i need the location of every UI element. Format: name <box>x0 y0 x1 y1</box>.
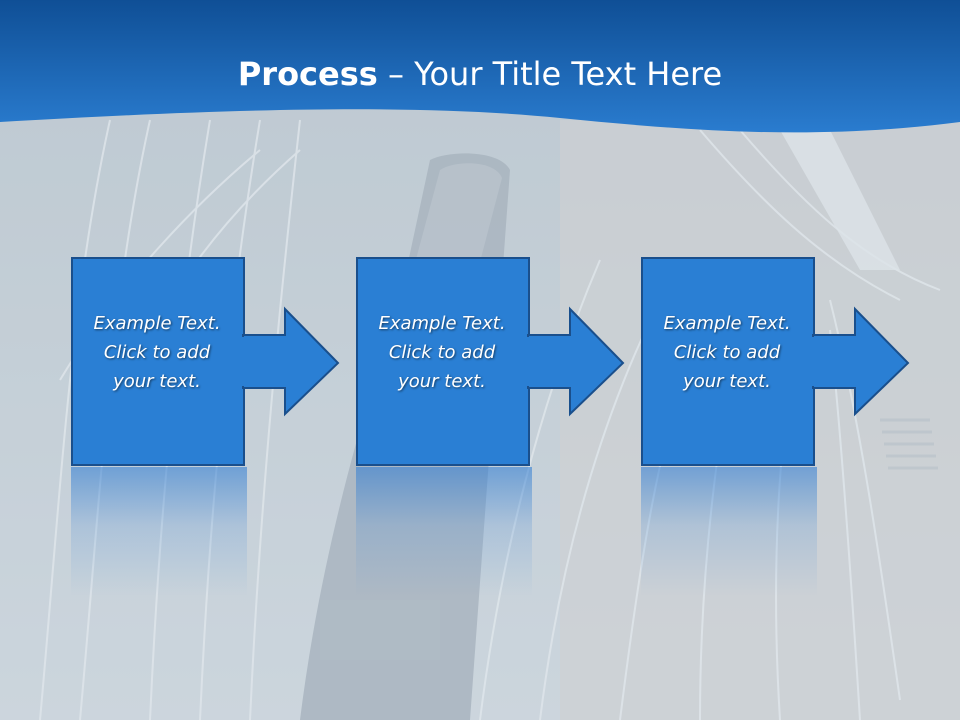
step-arrow-shape <box>641 257 910 466</box>
step-3-text[interactable]: Example Text. Click to add your text. <box>641 309 813 396</box>
slide-title[interactable]: Process – Your Title Text Here <box>0 52 960 96</box>
title-rest-part: – Your Title Text Here <box>377 55 723 93</box>
title-band <box>0 0 960 133</box>
step-1-line-1: Example Text. <box>93 313 221 334</box>
title-bold-part: Process <box>237 55 378 93</box>
step-2-text[interactable]: Example Text. Click to add your text. <box>356 309 528 396</box>
step-arrow-shape <box>356 257 625 466</box>
step-2-line-2: Click to add <box>388 342 496 363</box>
step-1-line-2: Click to add <box>103 342 211 363</box>
step-1-line-3: your text. <box>113 371 201 392</box>
step-2-reflection <box>356 467 532 597</box>
step-3-line-2: Click to add <box>673 342 781 363</box>
step-arrow-shape <box>71 257 340 466</box>
step-1-text[interactable]: Example Text. Click to add your text. <box>71 309 243 396</box>
step-2-line-3: your text. <box>398 371 486 392</box>
step-3-line-3: your text. <box>683 371 771 392</box>
step-1-reflection <box>71 467 247 597</box>
process-step-2[interactable]: Example Text. Click to add your text. <box>356 257 628 467</box>
step-2-line-1: Example Text. <box>378 313 506 334</box>
step-3-reflection <box>641 467 817 597</box>
step-3-line-1: Example Text. <box>663 313 791 334</box>
process-step-1[interactable]: Example Text. Click to add your text. <box>71 257 343 467</box>
process-step-3[interactable]: Example Text. Click to add your text. <box>641 257 913 467</box>
